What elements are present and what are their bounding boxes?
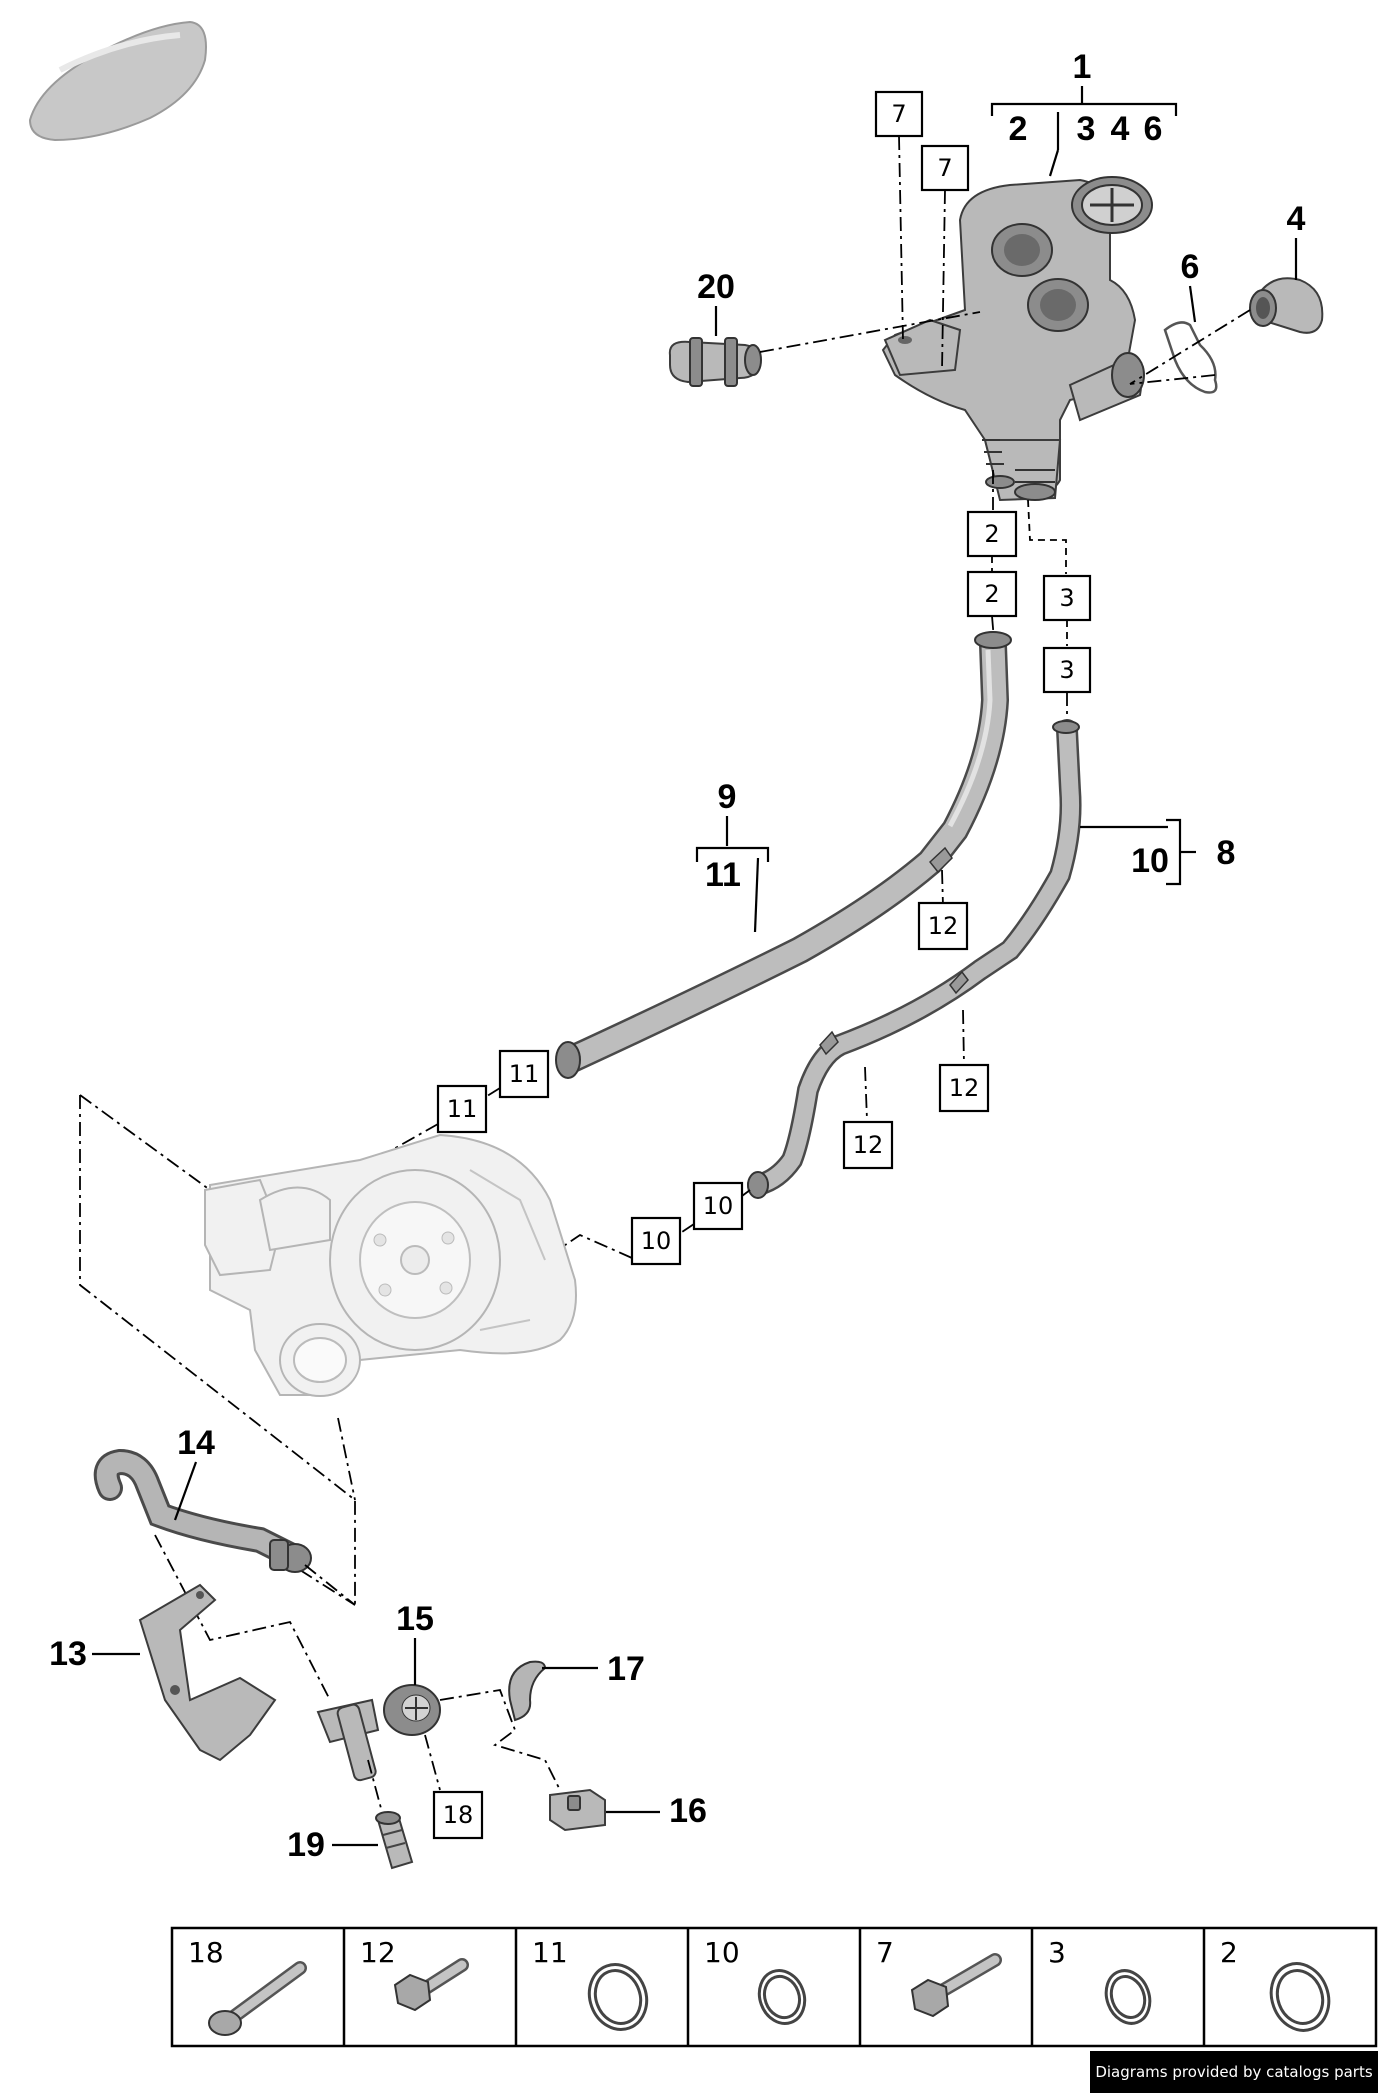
- coolant-pipe-part-11: [555, 631, 1012, 1079]
- svg-text:12: 12: [928, 912, 959, 940]
- parts-table-cell-11: 11: [532, 1936, 649, 2031]
- callout-13: 13: [49, 1635, 87, 1673]
- o-ring-icon: [1269, 1962, 1331, 2032]
- parts-table-cell-3: 3: [1048, 1936, 1152, 2025]
- hose-part-14: [93, 1448, 312, 1573]
- svg-text:12: 12: [949, 1074, 980, 1102]
- callout-3-top: 3: [1077, 110, 1096, 148]
- ref-box-10a: 10: [692, 1181, 744, 1231]
- callout-6-top: 6: [1144, 110, 1163, 148]
- callout-1: 1: [1073, 48, 1092, 86]
- parts-table-cell-10: 10: [704, 1936, 807, 2025]
- hex-bolt-icon: [393, 1958, 469, 2012]
- callout-14: 14: [177, 1424, 215, 1462]
- callout-10: 10: [1131, 842, 1169, 880]
- callout-6: 6: [1181, 248, 1200, 286]
- svg-text:10: 10: [641, 1227, 672, 1255]
- svg-text:7: 7: [876, 1936, 894, 1969]
- ref-box-12b: 12: [938, 1063, 990, 1113]
- sleeve-part-19: [375, 1811, 414, 1870]
- svg-text:2: 2: [1220, 1936, 1238, 1969]
- o-ring-icon: [587, 1963, 649, 2031]
- callout-8: 8: [1217, 834, 1236, 872]
- callout-4-top: 4: [1111, 110, 1130, 148]
- callout-4: 4: [1287, 200, 1306, 238]
- o-ring-icon: [1104, 1969, 1152, 2025]
- svg-text:12: 12: [853, 1131, 884, 1159]
- parts-table-cell-2: 2: [1220, 1936, 1331, 2032]
- svg-text:10: 10: [703, 1192, 734, 1220]
- parts-table-cell-12: 12: [360, 1936, 469, 2012]
- callout-16: 16: [669, 1792, 707, 1830]
- ref-box-2a: 2: [966, 510, 1018, 558]
- svg-text:12: 12: [360, 1936, 396, 1969]
- thermostat-housing-part: [881, 176, 1153, 502]
- callout-group-1: 1 2 3 4 6: [990, 48, 1178, 177]
- ref-box-10b: 10: [630, 1216, 682, 1266]
- callout-20: 20: [697, 268, 735, 306]
- connector-pipe-part-20: [668, 337, 762, 387]
- car-silhouette-icon: [28, 20, 207, 142]
- cap-part-4: [1249, 277, 1324, 334]
- svg-text:7: 7: [937, 154, 952, 182]
- ref-box-3b: 3: [1042, 646, 1092, 694]
- wire-part-17: [508, 1660, 547, 1722]
- attribution-footer: Diagrams provided by catalogs parts: [1090, 2051, 1378, 2093]
- o-ring-icon: [757, 1969, 807, 2025]
- svg-text:7: 7: [891, 100, 906, 128]
- seal-clip-part-6: [1163, 321, 1218, 394]
- svg-text:18: 18: [443, 1801, 474, 1829]
- ref-box-18: 18: [432, 1790, 484, 1840]
- ref-box-3a: 3: [1042, 574, 1092, 622]
- ref-box-12a: 12: [917, 901, 969, 951]
- callout-9: 9: [718, 778, 737, 816]
- svg-text:11: 11: [532, 1936, 568, 1969]
- ref-box-7a: 7: [874, 90, 924, 138]
- callout-11: 11: [705, 856, 741, 894]
- parts-table-cell-7: 7: [876, 1936, 1002, 2018]
- callout-17: 17: [607, 1650, 645, 1688]
- svg-text:3: 3: [1059, 656, 1074, 684]
- ref-box-2b: 2: [966, 570, 1018, 618]
- bolt-icon: [208, 1961, 307, 2036]
- ref-box-12c: 12: [842, 1120, 894, 1170]
- svg-text:10: 10: [704, 1936, 740, 1969]
- svg-text:2: 2: [984, 580, 999, 608]
- water-pump-reference-part: [204, 1133, 577, 1397]
- ref-box-11a: 11: [498, 1049, 550, 1099]
- svg-text:11: 11: [447, 1095, 478, 1123]
- svg-text:3: 3: [1059, 584, 1074, 612]
- sensor-housing-part-15: [316, 1684, 441, 1782]
- svg-text:18: 18: [188, 1936, 224, 1969]
- svg-text:2: 2: [984, 520, 999, 548]
- bracket-part-13: [138, 1583, 277, 1762]
- parts-table-cell-18: 18: [188, 1936, 307, 2036]
- ref-box-11b: 11: [436, 1084, 488, 1134]
- svg-text:11: 11: [509, 1060, 540, 1088]
- parts-table: 18 12 11 10: [170, 1926, 1378, 2048]
- svg-text:3: 3: [1048, 1936, 1066, 1969]
- hex-bolt-icon: [910, 1953, 1002, 2018]
- ref-box-7b: 7: [920, 144, 970, 192]
- connector-part-16: [549, 1788, 606, 1832]
- callout-19: 19: [287, 1826, 325, 1864]
- callout-15: 15: [396, 1600, 434, 1638]
- coolant-pipe-part-10: [747, 719, 1082, 1199]
- callout-2-top: 2: [1009, 110, 1028, 148]
